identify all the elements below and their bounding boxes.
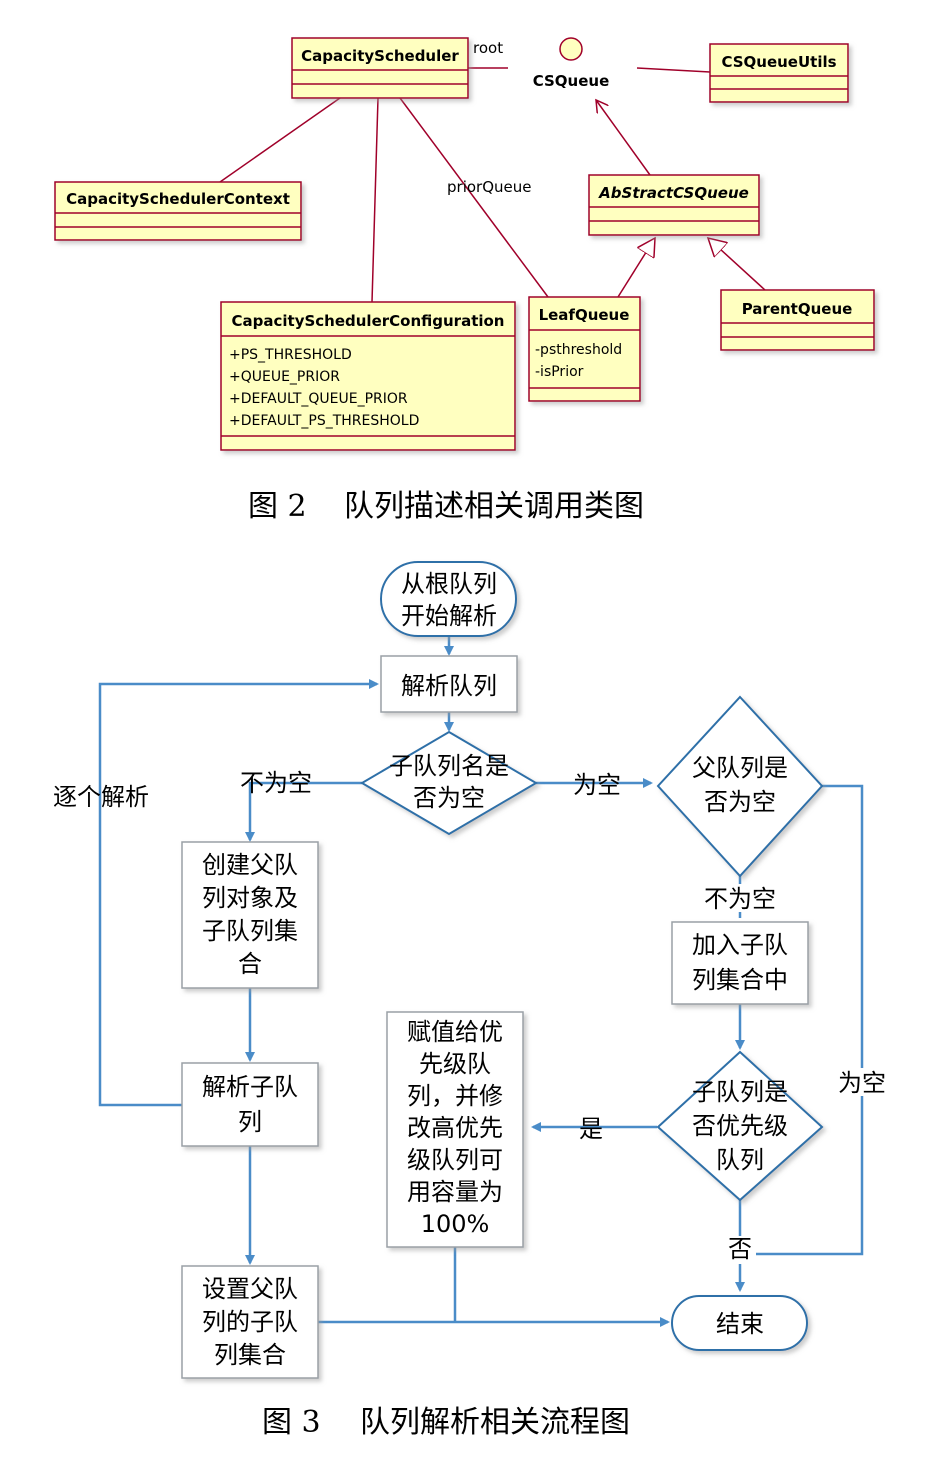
uml-diagram: CSQueue root priorQueue CapacitySchedule… xyxy=(54,37,875,451)
parent-decision-line-2: 否为空 xyxy=(704,788,776,816)
add-child-line-2: 列集合中 xyxy=(692,966,788,994)
set-parent-line-2: 列的子队 xyxy=(202,1308,298,1336)
class-abstract-cs-queue: AbStractCSQueue xyxy=(588,174,760,236)
set-parent-line-1: 设置父队 xyxy=(202,1275,298,1303)
priority-decision-line-2: 否优先级 xyxy=(692,1112,788,1140)
root-label: root xyxy=(473,39,503,57)
attribute: +PS_THRESHOLD xyxy=(229,347,352,363)
figure3-caption-number: 图 3 xyxy=(262,1405,321,1440)
context-association-line xyxy=(219,97,341,183)
flow-parse-queue-box: 解析队列 xyxy=(380,655,518,713)
prior-queue-association-line xyxy=(399,97,549,298)
flow-parse-child-box: 解析子队 列 xyxy=(181,1062,319,1147)
flow-assign-priority-box: 赋值给优 先级队 列，并修 改高优先 级队列可 用容量为 100% xyxy=(386,1011,524,1248)
create-line-1: 创建父队 xyxy=(202,851,298,879)
start-line-1: 从根队列 xyxy=(401,570,497,598)
flow-start-terminal: 从根队列 开始解析 xyxy=(380,561,517,637)
label-yes: 是 xyxy=(579,1115,603,1143)
flow-set-parent-box: 设置父队 列的子队 列集合 xyxy=(181,1265,319,1379)
leaf-inherits-arrow xyxy=(617,238,655,298)
attribute: +DEFAULT_PS_THRESHOLD xyxy=(229,413,419,429)
add-child-line-1: 加入子队 xyxy=(692,931,788,959)
assign-line-6: 用容量为 xyxy=(407,1178,503,1206)
label-empty-far-right: 为空 xyxy=(838,1069,886,1097)
attribute: -isPrior xyxy=(535,364,584,380)
parse-queue-label: 解析队列 xyxy=(401,672,497,700)
priority-decision-line-3: 队列 xyxy=(716,1146,764,1174)
class-name: ParentQueue xyxy=(742,300,853,318)
flow-decision-parent-empty: 父队列是 否为空 xyxy=(656,695,824,878)
set-parent-line-3: 列集合 xyxy=(214,1341,286,1369)
class-name: CapacitySchedulerConfiguration xyxy=(232,312,505,330)
attribute: +DEFAULT_QUEUE_PRIOR xyxy=(229,391,408,407)
parent-decision-line-1: 父队列是 xyxy=(692,754,788,782)
label-not-empty-down: 不为空 xyxy=(704,885,776,913)
class-parent-queue: ParentQueue xyxy=(720,289,875,351)
decision-line-2: 否为空 xyxy=(413,784,485,812)
flow-create-parent-box: 创建父队 列对象及 子队列集 合 xyxy=(181,841,319,989)
class-name: LeafQueue xyxy=(539,306,630,324)
flowchart: 从根队列 开始解析 解析队列 子队列名是 否为空 不为空 为空 逐个解析 创建父… xyxy=(53,561,890,1379)
label-backdrop xyxy=(700,884,782,912)
abstract-to-csqueue-arrow xyxy=(596,100,651,176)
prior-queue-label: priorQueue xyxy=(447,178,531,196)
end-label: 结束 xyxy=(716,1310,764,1338)
class-leaf-queue: LeafQueue -psthreshold -isPrior xyxy=(528,296,641,402)
label-empty-right: 为空 xyxy=(573,771,621,799)
flow-end-terminal: 结束 xyxy=(671,1295,808,1351)
assign-line-3: 列，并修 xyxy=(407,1082,503,1110)
assign-line-7: 100% xyxy=(421,1210,490,1238)
parse-child-line-1: 解析子队 xyxy=(202,1073,298,1101)
class-capacity-scheduler-context: CapacitySchedulerContext xyxy=(54,181,302,241)
attribute: -psthreshold xyxy=(535,342,622,358)
csqueue-label: CSQueue xyxy=(533,72,610,90)
class-capacity-scheduler-configuration: CapacitySchedulerConfiguration +PS_THRES… xyxy=(220,301,516,451)
flow-decision-child-name: 子队列名是 否为空 xyxy=(360,730,538,836)
class-name: CapacitySchedulerContext xyxy=(66,190,290,208)
label-no: 否 xyxy=(728,1235,752,1263)
create-line-4: 合 xyxy=(238,950,262,978)
label-backdrop xyxy=(724,1236,756,1264)
flow-decision-priority: 子队列是 否优先级 队列 xyxy=(656,1050,824,1202)
attribute: +QUEUE_PRIOR xyxy=(229,369,340,385)
class-name: CSQueueUtils xyxy=(721,53,836,71)
utils-association-line xyxy=(636,67,711,73)
assign-line-4: 改高优先 xyxy=(407,1114,503,1142)
flow-connectors xyxy=(98,636,864,1327)
create-line-2: 列对象及 xyxy=(202,884,298,912)
label-iterate: 逐个解析 xyxy=(53,783,149,811)
csqueue-interface-icon xyxy=(559,37,583,61)
figure2-caption-text: 队列描述相关调用类图 xyxy=(344,489,644,524)
parent-inherits-arrow xyxy=(708,238,766,291)
assign-line-2: 先级队 xyxy=(419,1050,491,1078)
decision-line-1: 子队列名是 xyxy=(389,752,509,780)
class-capacity-scheduler: CapacityScheduler xyxy=(291,37,469,99)
figure3-caption-text: 队列解析相关流程图 xyxy=(360,1405,630,1440)
assign-line-5: 级队列可 xyxy=(407,1146,503,1174)
priority-decision-line-1: 子队列是 xyxy=(692,1078,788,1106)
configuration-association-line xyxy=(371,97,379,303)
class-name: AbStractCSQueue xyxy=(598,184,749,202)
figure2-caption-number: 图 2 xyxy=(248,489,307,524)
start-line-2: 开始解析 xyxy=(401,602,497,630)
flow-add-child-box: 加入子队 列集合中 xyxy=(671,921,809,1005)
class-csqueue-utils: CSQueueUtils xyxy=(709,43,849,103)
create-line-3: 子队列集 xyxy=(202,917,298,945)
assign-line-1: 赋值给优 xyxy=(407,1018,503,1046)
label-not-empty-left: 不为空 xyxy=(240,769,312,797)
label-backdrop xyxy=(836,1068,890,1096)
parse-child-line-2: 列 xyxy=(238,1108,262,1136)
class-name: CapacityScheduler xyxy=(301,47,459,65)
